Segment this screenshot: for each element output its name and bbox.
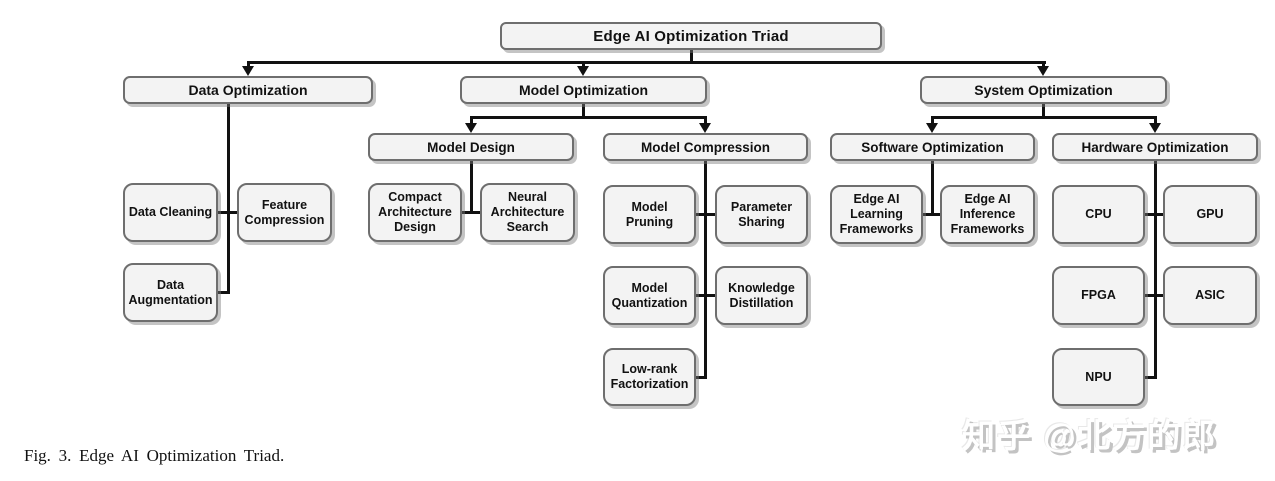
arrow-down-icon [577,66,589,76]
node-model-design: Model Design [368,133,574,161]
zhihu-watermark: 知乎 @北方的郎 [962,417,1218,454]
connector-software-trunk [931,161,934,215]
node-data-optimization: Data Optimization [123,76,373,104]
node-model-compression: Model Compression [603,133,808,161]
connector-model-design-trunk [469,161,473,214]
node-compact-architecture-design: Compact Architecture Design [368,183,462,242]
connector-data-trunk [227,104,230,294]
connector-model-compression-row2 [696,294,715,297]
node-data-cleaning: Data Cleaning [123,183,218,242]
arrow-down-icon [699,123,711,133]
connector-model-design-row1 [462,211,480,214]
connector-hardware-row1 [1145,213,1163,216]
arrow-down-icon [241,66,254,76]
connector-model-compression-row1 [696,213,715,216]
connector-software-row1 [923,213,940,216]
node-software-optimization: Software Optimization [830,133,1035,161]
arrow-down-icon [926,123,938,133]
node-model-pruning: Model Pruning [603,185,696,244]
node-knowledge-distillation: Knowledge Distillation [715,266,808,325]
node-npu: NPU [1052,348,1145,406]
connector-arrow-stub-hardware [1153,116,1157,124]
connector-model-hline [469,116,707,119]
connector-arrow-stub-model [582,61,585,68]
arrow-down-icon [1148,123,1161,133]
connector-system-stub [1042,104,1045,118]
connector-arrow-stub-data [246,61,250,68]
node-neural-architecture-search: Neural Architecture Search [480,183,575,242]
node-parameter-sharing: Parameter Sharing [715,185,808,244]
connector-arrow-stub-model-design [469,116,473,124]
node-system-optimization: System Optimization [920,76,1167,104]
node-model-quantization: Model Quantization [603,266,696,325]
node-low-rank-factorization: Low-rank Factorization [603,348,696,406]
connector-arrow-stub-model-compression [704,116,707,124]
node-hardware-optimization: Hardware Optimization [1052,133,1258,161]
connector-model-compression-row3 [696,376,707,379]
connector-model-stub [582,104,585,118]
node-cpu: CPU [1052,185,1145,244]
node-edge-ai-inference-frameworks: Edge AI Inference Frameworks [940,185,1035,244]
connector-hardware-row2 [1145,294,1163,297]
connector-level1-hline [246,61,1046,64]
node-data-augmentation: Data Augmentation [123,263,218,322]
node-feature-compression: Feature Compression [237,183,332,242]
node-fpga: FPGA [1052,266,1145,325]
node-gpu: GPU [1163,185,1257,244]
node-edge-ai-learning-frameworks: Edge AI Learning Frameworks [830,185,923,244]
connector-hardware-row3 [1145,376,1156,379]
connector-root-stub [689,48,693,64]
connector-model-compression-trunk [704,161,707,379]
connector-hardware-trunk [1153,161,1157,379]
connector-data-row2 [218,291,230,294]
arrow-down-icon [1037,66,1049,76]
connector-data-row1 [218,211,238,214]
node-model-optimization: Model Optimization [460,76,707,104]
node-asic: ASIC [1163,266,1257,325]
node-edge-ai-optimization-triad: Edge AI Optimization Triad [500,22,882,50]
connector-system-hline [931,116,1157,119]
connector-arrow-stub-software [931,116,934,124]
figure-caption: Fig. 3. Edge AI Optimization Triad. [24,446,285,465]
connector-arrow-stub-system [1042,61,1045,68]
arrow-down-icon [464,123,477,133]
